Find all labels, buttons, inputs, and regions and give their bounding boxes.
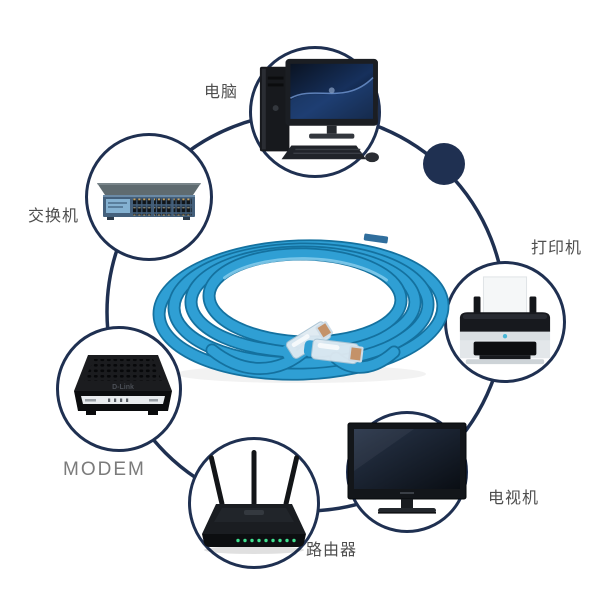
node-switch [85, 133, 213, 261]
tv-icon [347, 422, 467, 514]
printer-icon [459, 276, 551, 365]
ethernet-cable-image [152, 233, 450, 383]
label-tv: 电视机 [488, 490, 540, 507]
computer-icon [259, 58, 379, 163]
router-icon [202, 450, 306, 554]
switch-icon [97, 183, 201, 220]
label-router: 路由器 [306, 542, 358, 559]
cable-coil [152, 239, 450, 381]
node-modem: D-Link [56, 326, 182, 452]
rj45-connector-top [280, 321, 334, 361]
node-router [188, 437, 320, 569]
modem-icon: D-Link [74, 355, 172, 415]
label-modem: MODEM [63, 459, 146, 480]
label-switch: 交换机 [28, 208, 80, 225]
modem-brand-text: D-Link [112, 384, 134, 391]
node-tv [346, 411, 468, 533]
node-computer [249, 46, 381, 178]
rj45-connector-bottom [303, 338, 364, 365]
node-printer [444, 261, 566, 383]
cable-print-label [363, 233, 389, 244]
label-computer: 电脑 [204, 84, 239, 101]
connector-dot [423, 143, 465, 185]
label-printer: 打印机 [531, 240, 583, 257]
